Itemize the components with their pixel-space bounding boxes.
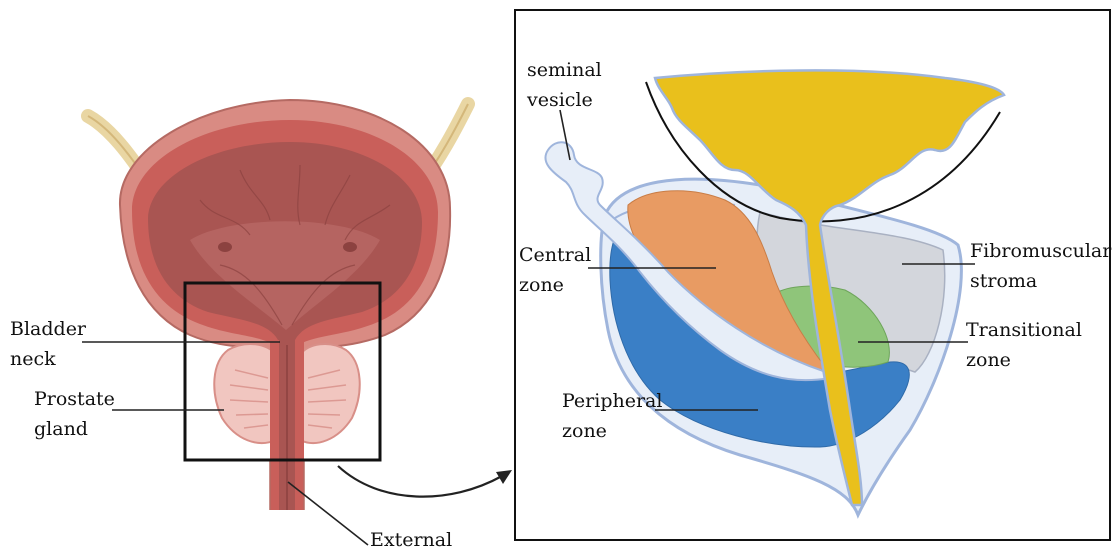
- label-peripheral-zone: Peripheral zone: [562, 386, 662, 446]
- label-seminal-vesicle: seminal vesicle: [527, 55, 602, 115]
- label-central-zone: Central zone: [519, 240, 591, 300]
- bladder-illustration: [88, 100, 468, 510]
- label-transitional-zone: Transitional zone: [966, 315, 1082, 375]
- label-prostate-gland: Prostate gland: [34, 384, 115, 444]
- label-fibromuscular-stroma: Fibromuscular stroma: [970, 236, 1111, 296]
- label-bladder-neck: Bladder neck: [10, 314, 86, 374]
- leader-external: [288, 482, 368, 545]
- zoom-arrow: [338, 466, 502, 497]
